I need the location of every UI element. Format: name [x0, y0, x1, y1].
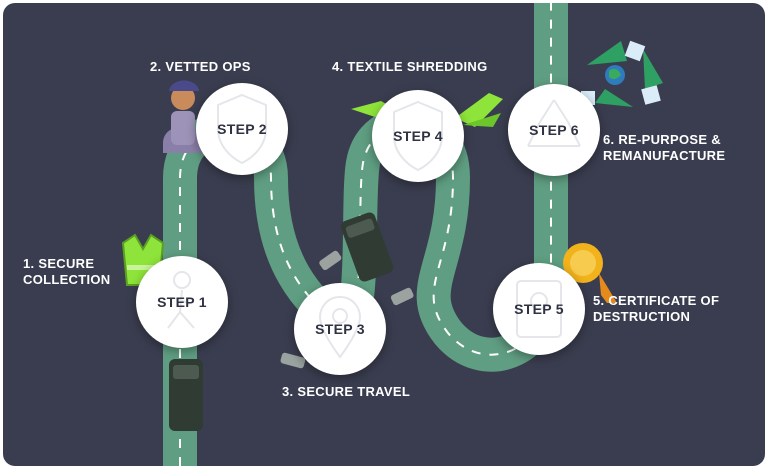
step-3-circle: STEP 3	[294, 283, 386, 375]
caption-re-purpose: 6. RE-PURPOSE & REMANUFACTURE	[603, 132, 726, 163]
step-5-circle: STEP 5	[493, 263, 585, 355]
award-badge-icon	[563, 243, 617, 303]
step-6-circle: STEP 6	[508, 84, 600, 176]
step-3-label: STEP 3	[315, 321, 365, 337]
step-2-label: STEP 2	[217, 121, 267, 137]
caption-vetted-ops: 2. VETTED OPS	[150, 59, 251, 74]
cctv-camera-icon	[280, 250, 414, 369]
shield-check-icon	[217, 93, 267, 165]
worker-avatar-icon	[163, 80, 203, 153]
caption-secure-collection: 1. SECURE COLLECTION	[23, 256, 111, 287]
step-4-label: STEP 4	[393, 128, 443, 144]
winding-road	[121, 3, 663, 466]
step-6-label: STEP 6	[529, 122, 579, 138]
step-4-circle: STEP 4	[372, 90, 464, 182]
shield-check-icon	[393, 100, 443, 172]
step-2-circle: STEP 2	[196, 83, 288, 175]
step-1-label: STEP 1	[157, 294, 207, 310]
map-pin-icon	[318, 295, 362, 359]
person-walking-icon	[167, 271, 195, 329]
recycle-globe-icon	[581, 40, 663, 107]
step-1-circle: STEP 1	[136, 256, 228, 348]
caption-textile-shredding: 4. TEXTILE SHREDDING	[332, 59, 488, 74]
step-5-label: STEP 5	[514, 301, 564, 317]
caption-certificate-of-destruction: 5. CERTIFICATE OF DESTRUCTION	[593, 293, 720, 324]
process-diagram: STEP 1 STEP 2 STEP 3 STEP 4 STEP 5 STEP …	[3, 3, 765, 466]
certificate-icon	[516, 280, 562, 338]
road-center-line	[179, 3, 552, 466]
recycle-icon	[527, 99, 581, 147]
van-icon	[169, 212, 394, 431]
caption-secure-travel: 3. SECURE TRAVEL	[282, 384, 411, 399]
